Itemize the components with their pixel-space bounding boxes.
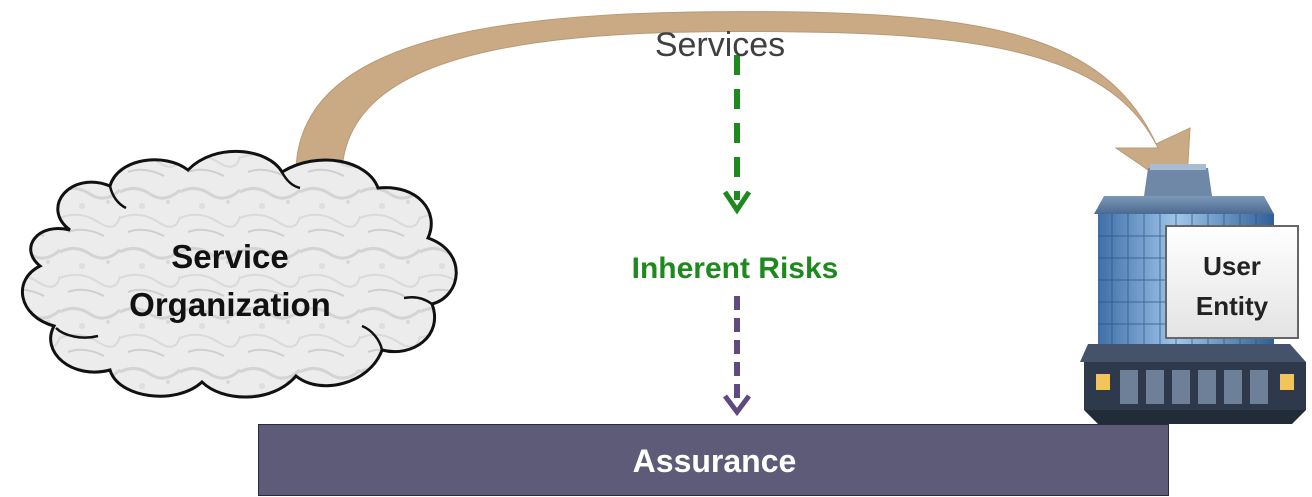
inherent-risks-label: Inherent Risks [631,252,839,285]
assurance-bar: Assurance [258,424,1169,496]
services-label: Services [654,26,786,64]
risk-arrow-purple [723,296,751,417]
risk-arrow-green [722,55,752,215]
assurance-label: Assurance [632,443,797,479]
service-organization-label: Service Organization [129,238,331,323]
office-building-icon [1080,164,1306,424]
cloud-icon [21,149,458,399]
user-entity-label: User Entity [1195,251,1269,321]
